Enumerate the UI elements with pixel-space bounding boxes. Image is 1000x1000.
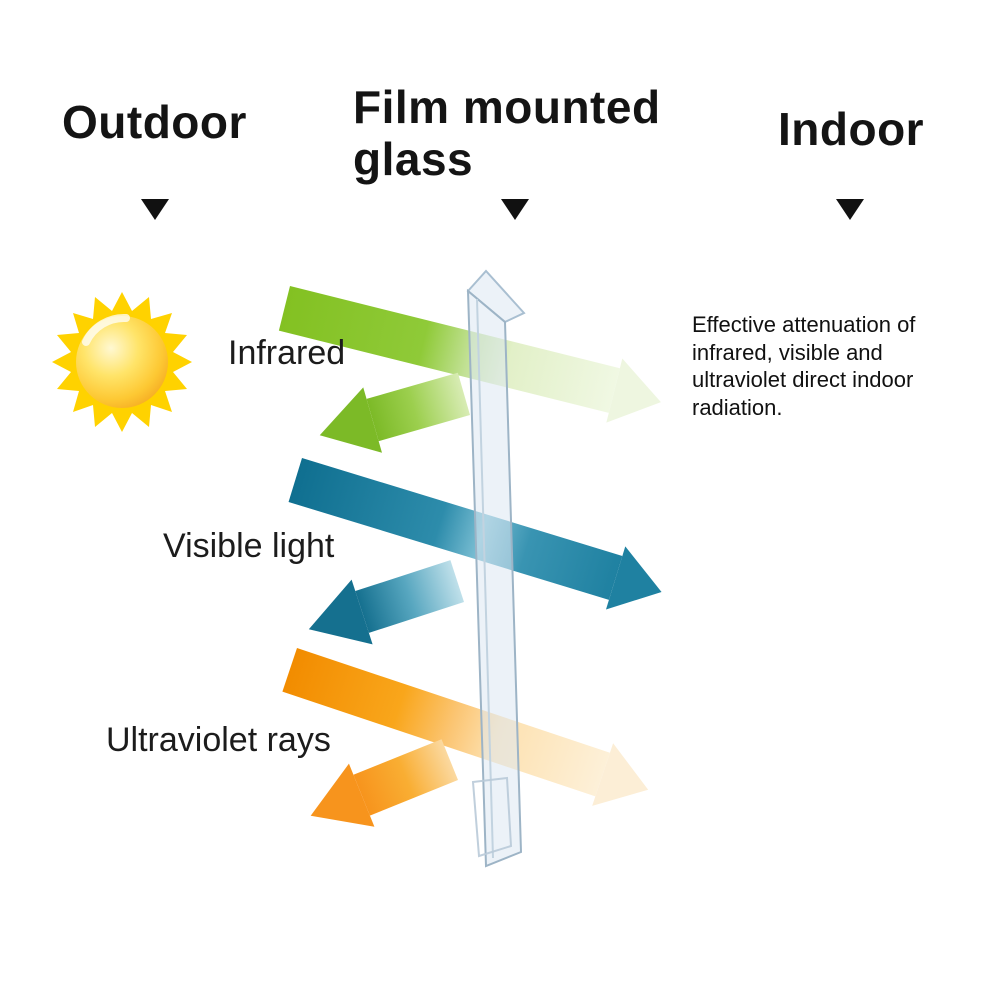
header-outdoor: Outdoor <box>62 96 247 148</box>
infrared-label: Infrared <box>228 334 346 372</box>
outdoor-pointer-icon <box>141 199 169 220</box>
glass-pane <box>466 269 526 868</box>
ultraviolet-rays-label: Ultraviolet rays <box>106 721 331 759</box>
header-film-mounted-glass: Film mounted glass <box>353 81 661 185</box>
sun-icon <box>52 292 192 432</box>
visible-incoming-arrow <box>288 458 662 610</box>
header-indoor: Indoor <box>778 103 925 155</box>
infrared-reflected-arrow <box>319 372 470 453</box>
infrared-incoming-arrow <box>278 286 661 423</box>
ultraviolet-incoming-arrow <box>282 648 649 806</box>
indoor-pointer-icon <box>836 199 864 220</box>
attenuation-note: Effective attenuation of infrared, visib… <box>692 312 916 420</box>
visible-light-label: Visible light <box>163 527 335 565</box>
glass-pointer-icon <box>501 199 529 220</box>
ultraviolet-reflected-arrow <box>310 739 458 827</box>
visible-reflected-arrow <box>308 560 464 645</box>
